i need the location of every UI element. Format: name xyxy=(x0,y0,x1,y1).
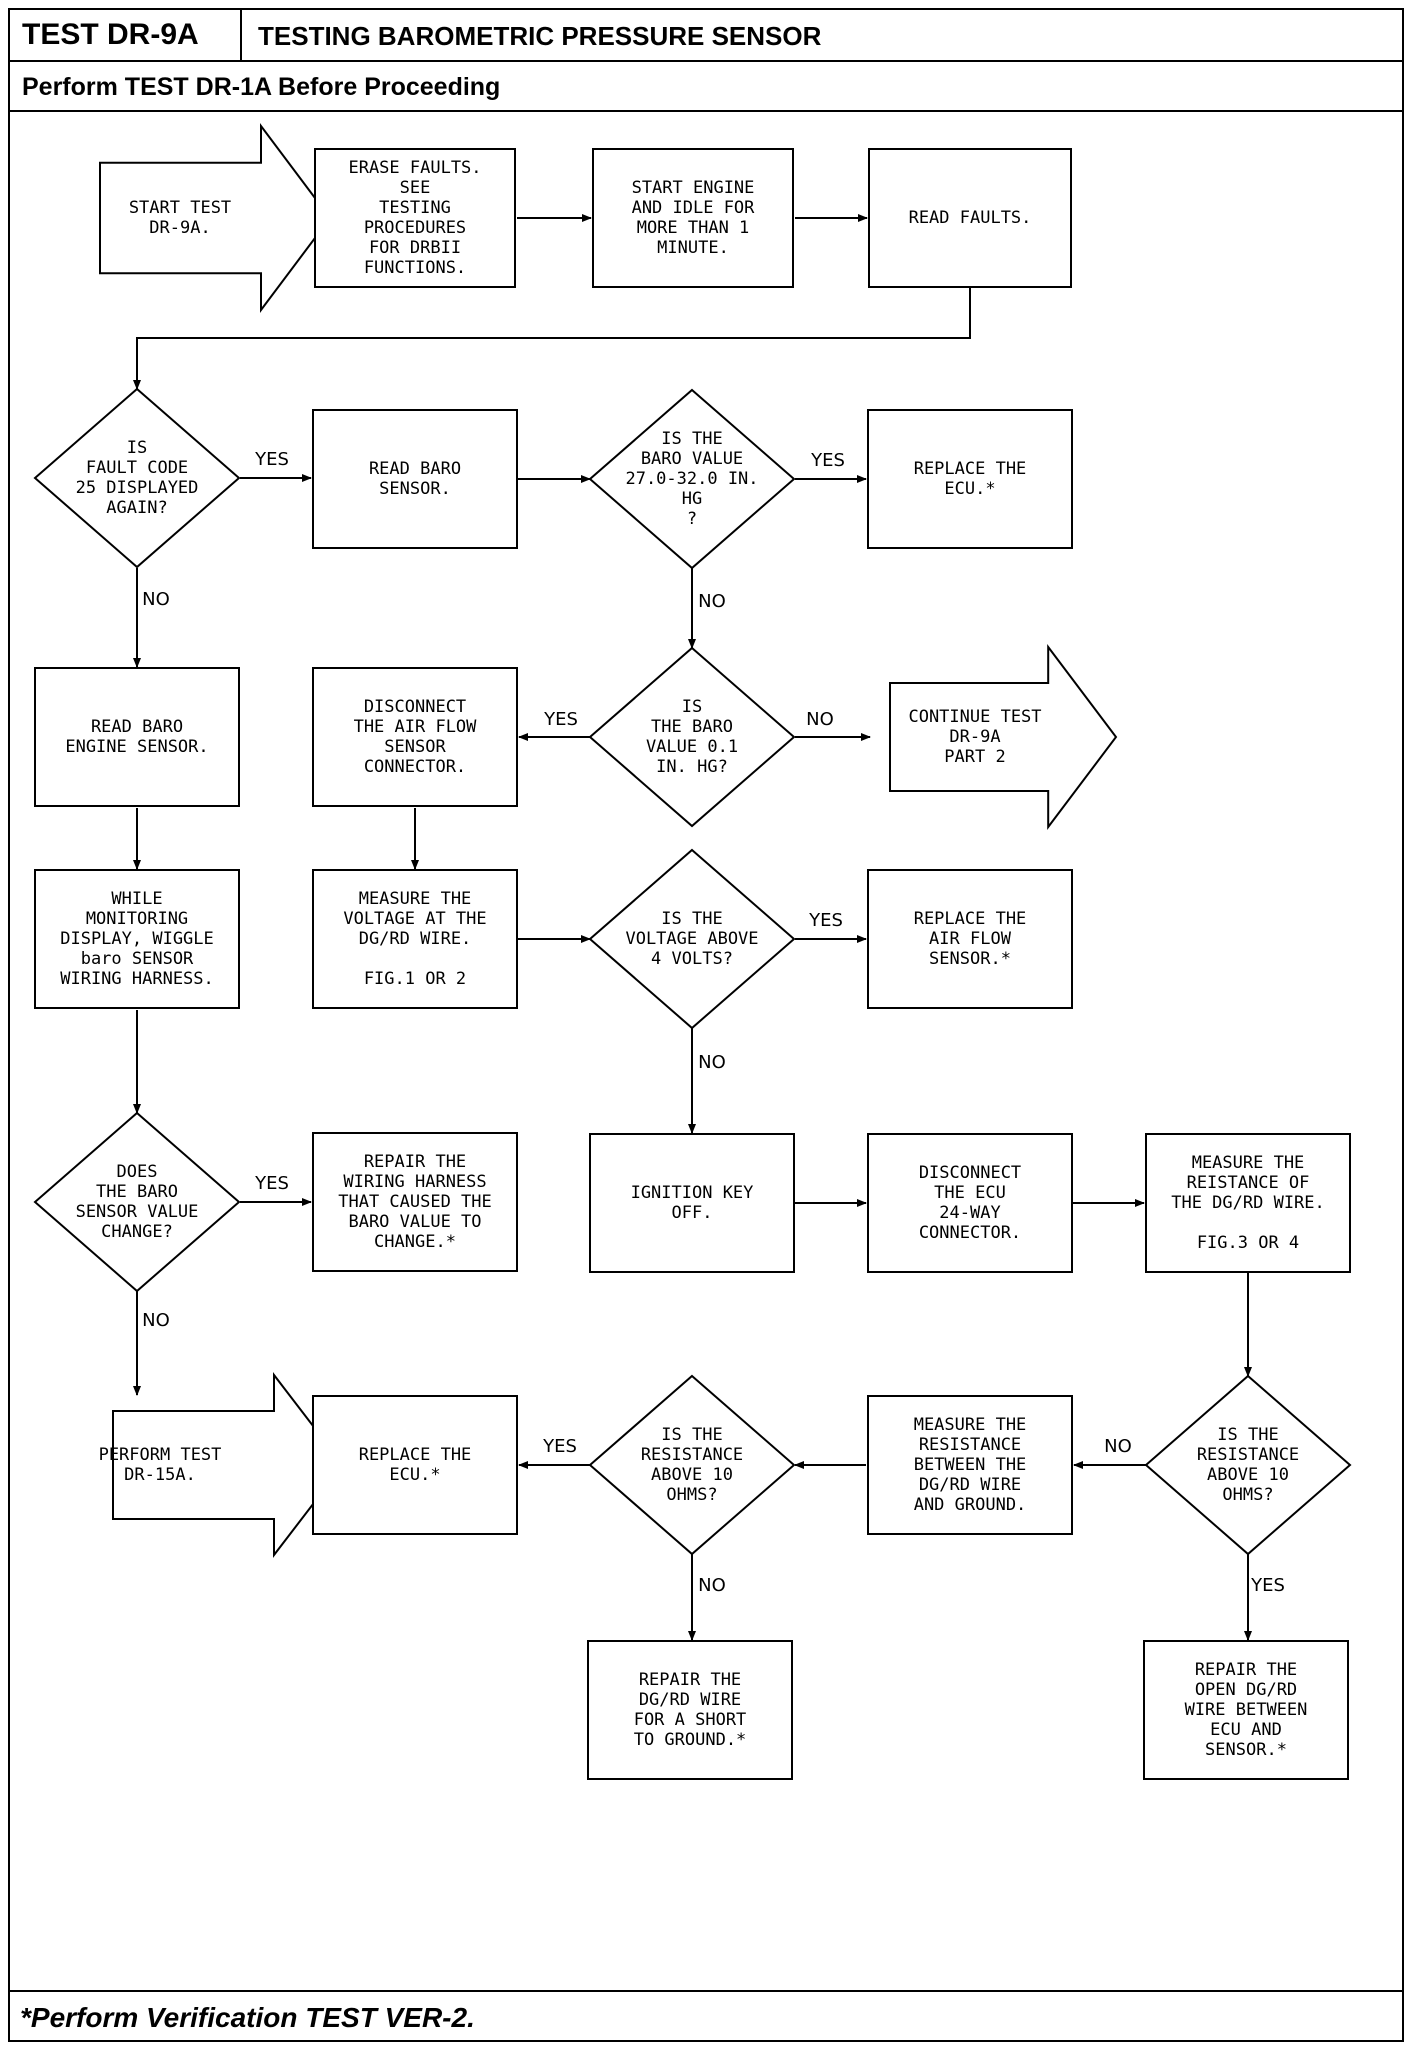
verification-note: *Perform Verification TEST VER-2. xyxy=(10,1990,1402,2042)
edge-label-yes: YES xyxy=(543,709,578,730)
connector-q_voltage-to-replace_af: YES xyxy=(795,910,867,943)
edge-label-no: NO xyxy=(142,589,170,610)
connector-q_res_ground-to-replace_ecu_2: YES xyxy=(518,1436,590,1469)
connector-q_res_wire-to-repair_open: YES xyxy=(1244,1554,1285,1641)
header-row: TEST DR-9A TESTING BAROMETRIC PRESSURE S… xyxy=(10,10,1402,62)
edge-label-no: NO xyxy=(1104,1436,1132,1457)
edge-label-yes: YES xyxy=(254,449,289,470)
connector-q_res_wire-to-measure_res_ground: NO xyxy=(1073,1436,1146,1469)
edge-label-no: NO xyxy=(698,1575,726,1596)
test-id: TEST DR-9A xyxy=(10,10,242,60)
connector-q_voltage-to-ignition_off: NO xyxy=(688,1028,726,1134)
connector-q_fault25-to-read_baro_engine: NO xyxy=(133,568,170,668)
connector-q_baro_change-to-repair_harness: YES xyxy=(240,1173,312,1206)
edge-label-yes: YES xyxy=(808,910,843,931)
edge-label-no: NO xyxy=(698,591,726,612)
test-title: TESTING BAROMETRIC PRESSURE SENSOR xyxy=(258,21,822,51)
connectors: YES YES NO NO YES NO YES YES NO NO NO YES YES NO xyxy=(133,214,1285,1641)
edge-label-yes: YES xyxy=(810,450,845,471)
edge-label-no: NO xyxy=(806,709,834,730)
connector-q_baro_01-to-disconnect_af: YES xyxy=(518,709,590,741)
edge-label-yes: YES xyxy=(1250,1575,1285,1596)
connector-q_res_ground-to-repair_short: NO xyxy=(688,1554,726,1641)
prerequisite-note: Perform TEST DR-1A Before Proceeding xyxy=(10,62,1402,112)
edge-label-no: NO xyxy=(142,1310,170,1331)
diagram-frame: TEST DR-9A TESTING BAROMETRIC PRESSURE S… xyxy=(8,8,1404,2042)
edge-label-yes: YES xyxy=(542,1436,577,1457)
connector-q_fault25-to-read_baro: YES xyxy=(240,449,312,482)
connector-read_faults-to-q_fault25 xyxy=(133,288,971,390)
edge-label-yes: YES xyxy=(254,1173,289,1194)
connector-q_baro_range-to-q_baro_01: NO xyxy=(688,568,726,649)
node-text: READ FAULTS. xyxy=(909,208,1032,228)
connector-q_baro_range-to-replace_ecu_1: YES xyxy=(795,450,867,483)
connector-q_baro_change-to-perform_dr15a: NO xyxy=(133,1291,170,1396)
connector-q_baro_01-to-continue: NO xyxy=(795,709,871,741)
node-read-faults: READ FAULTS. xyxy=(868,148,1072,288)
edge-label-no: NO xyxy=(698,1052,726,1073)
